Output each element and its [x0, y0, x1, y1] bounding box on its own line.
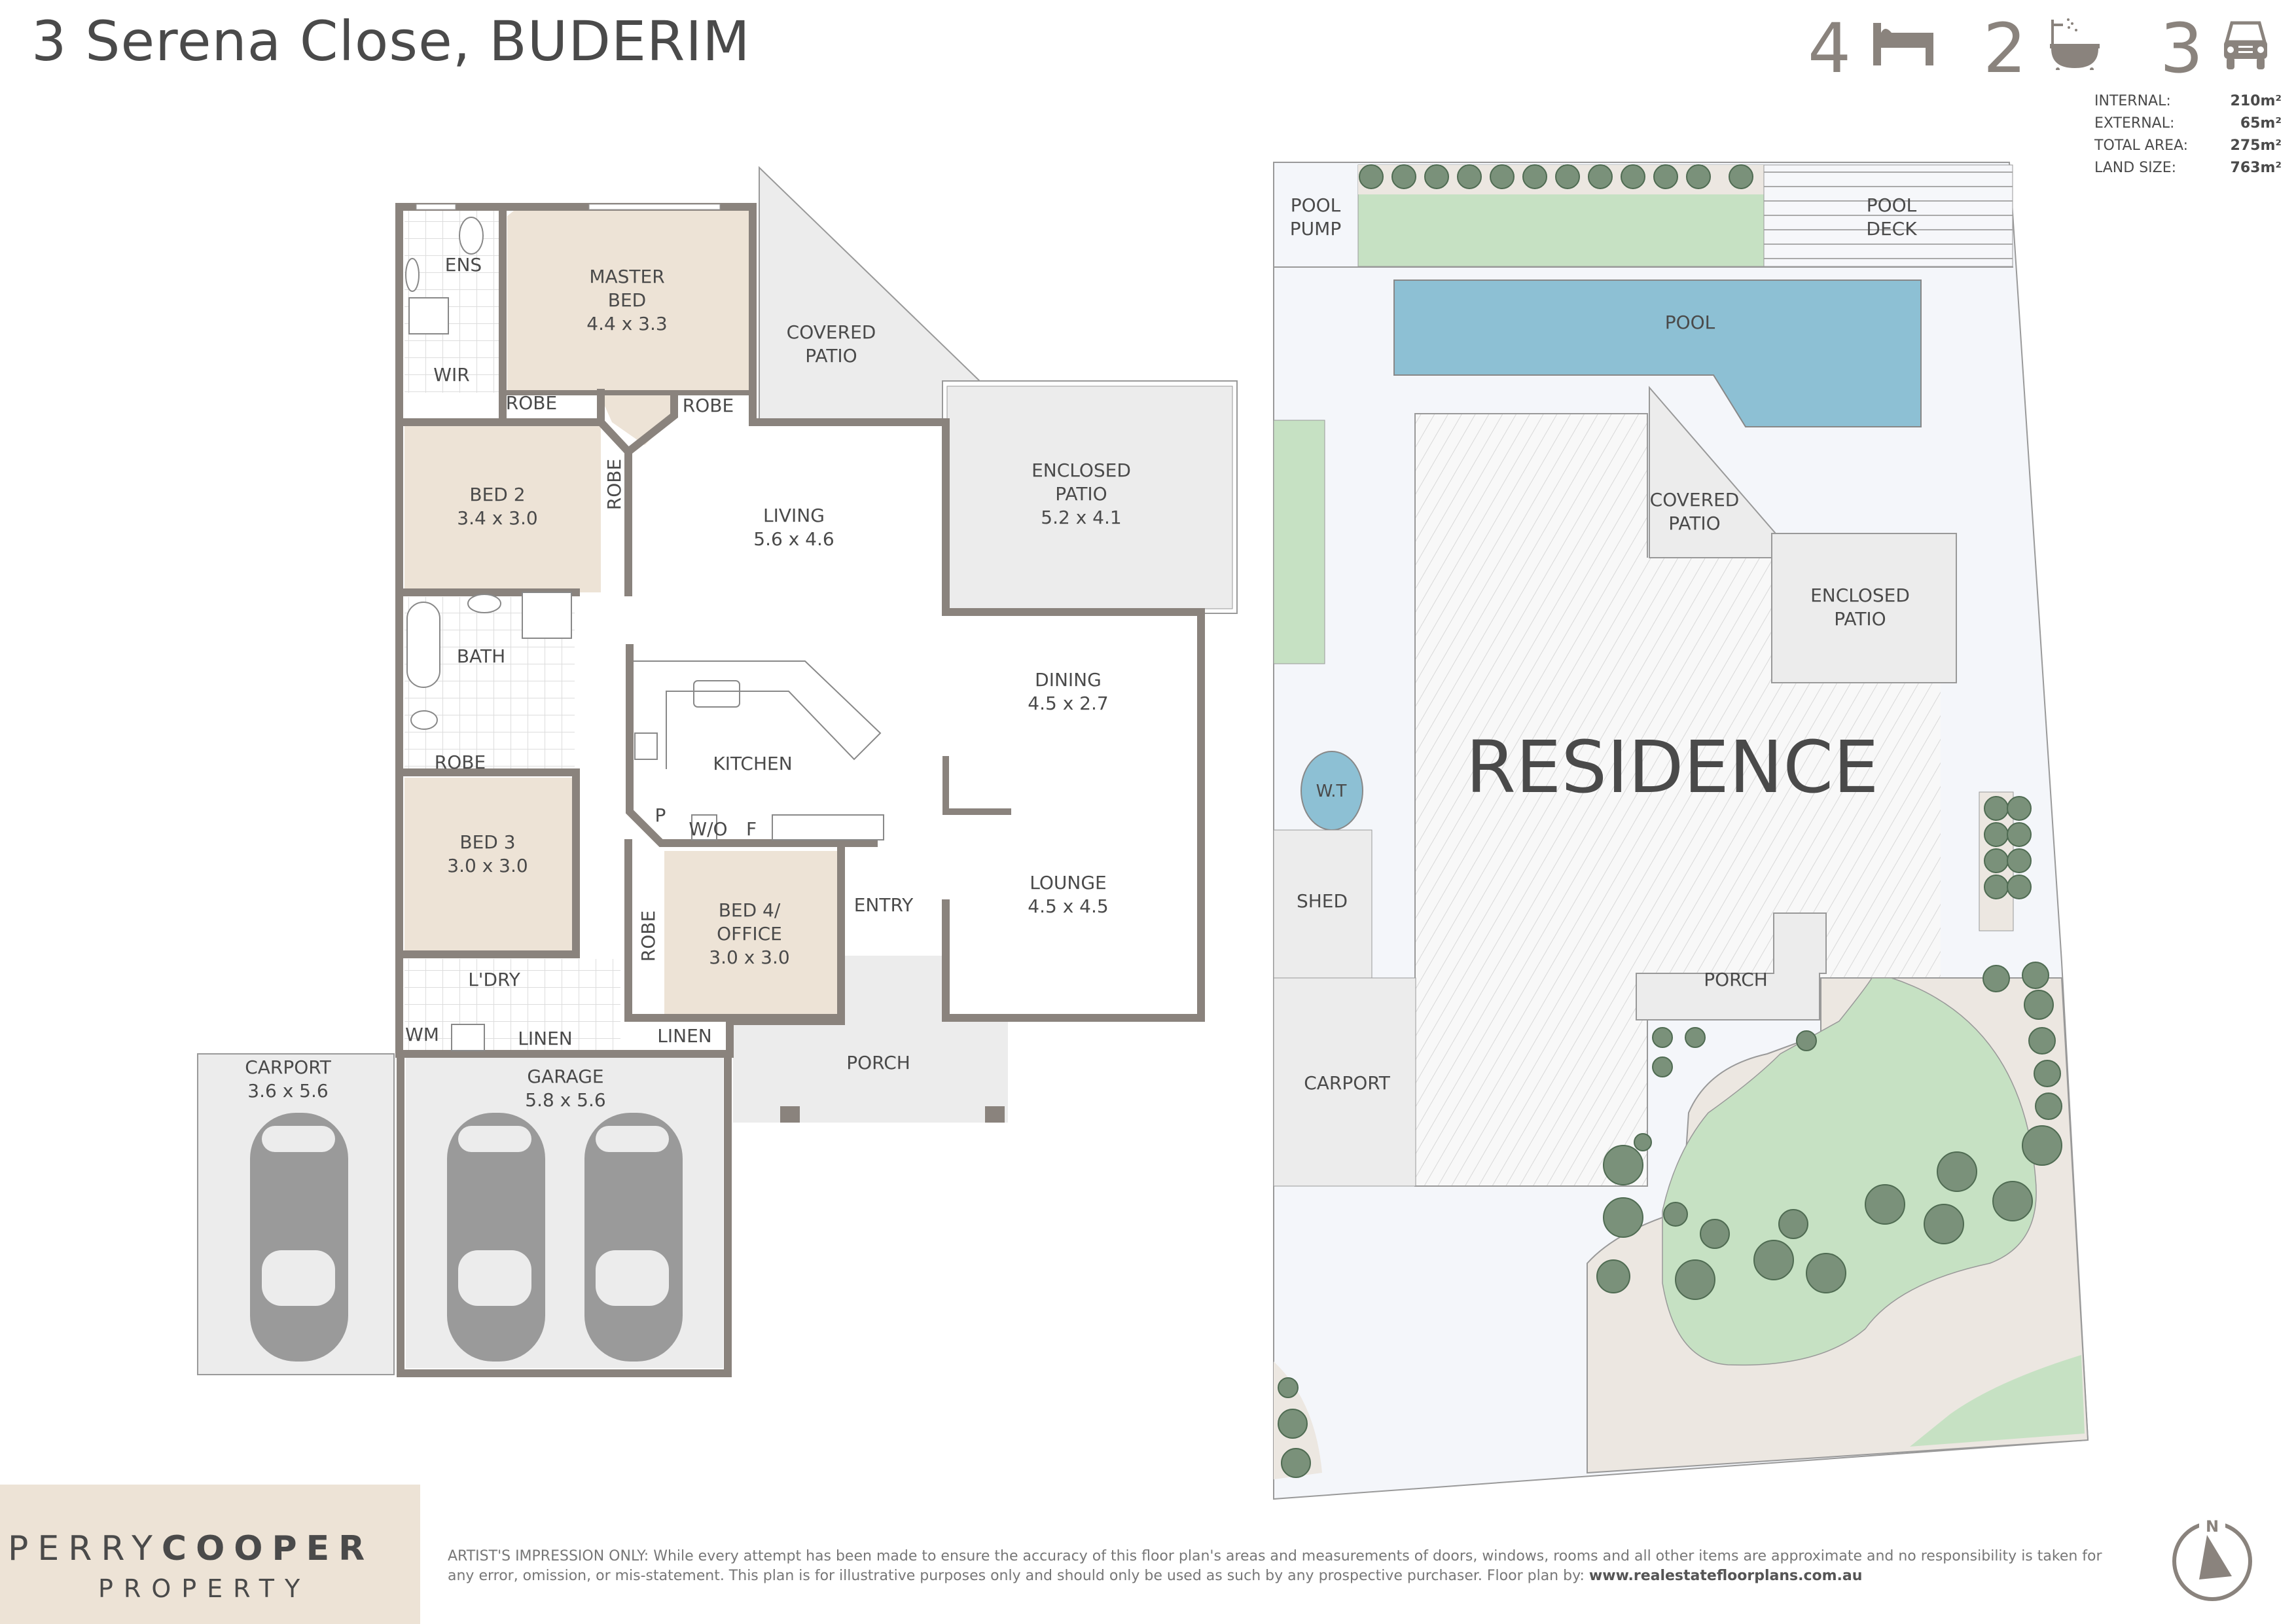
label-living-size: 5.6 x 4.6: [753, 528, 834, 550]
label-bed4-2: OFFICE: [717, 923, 782, 945]
label-wm: WM: [405, 1024, 439, 1045]
label-robe: ROBE: [683, 395, 734, 416]
area-summary: INTERNAL: 210m² EXTERNAL: 65m² TOTAL AREA:…: [2094, 90, 2282, 179]
shrub-plants: [1278, 164, 2062, 1478]
label-carport: CARPORT: [245, 1056, 332, 1078]
site-plan: [1273, 162, 2089, 1500]
label-pool-deck: POOL: [1867, 194, 1917, 216]
area-row-external: EXTERNAL: 65m²: [2094, 113, 2282, 135]
label-entry: ENTRY: [854, 894, 914, 916]
area-value: 65m²: [2240, 115, 2282, 132]
label-lounge-size: 4.5 x 4.5: [1028, 895, 1108, 917]
covered-patio-area: [759, 166, 982, 420]
label-robe: ROBE: [637, 911, 659, 962]
brand-logo-panel: [0, 1485, 420, 1624]
label-porch: PORCH: [846, 1052, 910, 1074]
label-master: MASTER: [589, 266, 664, 287]
label-site-carport: CARPORT: [1304, 1072, 1391, 1094]
label-enclosed-patio-size: 5.2 x 4.1: [1041, 507, 1121, 528]
car-count: 3: [2160, 9, 2204, 88]
label-dining-size: 4.5 x 2.7: [1028, 693, 1108, 714]
bathtub-icon: [2050, 18, 2100, 70]
label-carport-size: 3.6 x 5.6: [247, 1080, 328, 1102]
area-value: 275m²: [2230, 137, 2282, 154]
label-ens: ENS: [445, 254, 482, 276]
label-enclosed-patio-2: PATIO: [1055, 483, 1107, 505]
ensuite-fill: [404, 211, 503, 393]
label-robe: ROBE: [603, 459, 625, 510]
label-lounge: LOUNGE: [1030, 872, 1106, 893]
label-robe: ROBE: [435, 751, 486, 773]
north-compass-icon: N: [2172, 1517, 2252, 1601]
master-bed-fill: [507, 211, 749, 445]
car-icon: [2224, 21, 2267, 69]
bath-fill: [404, 597, 575, 774]
label-site-enclosed-patio: ENCLOSED: [1810, 585, 1910, 606]
property-address-title: 3 Serena Close, BUDERIM: [31, 9, 751, 73]
area-label: LAND SIZE:: [2094, 160, 2177, 176]
label-bath: BATH: [457, 645, 505, 667]
brand-name-bold: COOPER: [161, 1529, 374, 1568]
label-pool: POOL: [1665, 312, 1715, 333]
label-master-2: BED: [608, 289, 646, 311]
label-dining: DINING: [1035, 669, 1102, 691]
label-bed3-size: 3.0 x 3.0: [447, 855, 528, 876]
label-bed4: BED 4/: [719, 899, 781, 921]
laundry-fill: [404, 959, 620, 1054]
brand-name: PERRYCOOPER: [8, 1529, 374, 1568]
label-master-size: 4.4 x 3.3: [586, 313, 667, 334]
area-row-internal: INTERNAL: 210m²: [2094, 90, 2282, 113]
label-enclosed-patio: ENCLOSED: [1031, 460, 1131, 481]
label-pantry: P: [655, 804, 666, 826]
bed2-fill: [404, 422, 601, 592]
compass-north-label: N: [2206, 1517, 2219, 1536]
area-value: 210m²: [2230, 93, 2282, 109]
area-label: EXTERNAL:: [2094, 115, 2175, 132]
label-pool-deck-2: DECK: [1866, 218, 1917, 240]
label-covered-patio: COVERED: [787, 321, 876, 343]
label-wir: WIR: [433, 364, 469, 386]
label-site-enclosed-patio-2: PATIO: [1834, 608, 1886, 630]
label-pool-pump: POOL: [1291, 194, 1341, 216]
label-site-porch: PORCH: [1704, 969, 1768, 990]
bathroom-count: 2: [1983, 9, 2027, 88]
label-garage: GARAGE: [527, 1066, 603, 1087]
label-garage-size: 5.8 x 5.6: [525, 1089, 605, 1111]
area-row-land: LAND SIZE: 763m²: [2094, 157, 2282, 179]
label-fridge: F: [746, 818, 757, 840]
bed3-fill: [404, 778, 576, 954]
area-label: TOTAL AREA:: [2094, 137, 2189, 154]
label-kitchen: KITCHEN: [713, 753, 792, 774]
credit-link[interactable]: www.realestatefloorplans.com.au: [1588, 1568, 1863, 1584]
label-living: LIVING: [763, 505, 825, 526]
bed-icon: [1873, 23, 1933, 65]
label-bed3: BED 3: [459, 831, 515, 853]
label-pool-pump-2: PUMP: [1290, 218, 1341, 240]
disclaimer-body: ARTIST'S IMPRESSION ONLY: While every at…: [448, 1548, 2102, 1584]
label-linen: LINEN: [518, 1028, 572, 1049]
label-robe: ROBE: [506, 392, 557, 414]
bedroom-count: 4: [1808, 9, 1852, 88]
brand-name-light: PERRY: [8, 1529, 162, 1568]
label-wall-oven: W/O: [689, 818, 727, 840]
label-residence: RESIDENCE: [1466, 725, 1879, 809]
area-value: 763m²: [2230, 160, 2282, 176]
label-linen: LINEN: [657, 1025, 711, 1047]
car-silhouettes: [250, 1113, 683, 1362]
label-site-covered-patio: COVERED: [1650, 489, 1740, 511]
bed4-fill: [664, 851, 841, 1015]
label-site-covered-patio-2: PATIO: [1668, 513, 1720, 534]
label-water-tank: W.T: [1316, 782, 1347, 801]
label-laundry: L'DRY: [468, 969, 521, 990]
label-covered-patio-2: PATIO: [805, 345, 857, 367]
brand-subtitle: PROPERTY: [98, 1574, 311, 1603]
label-bed2: BED 2: [469, 484, 525, 505]
label-bed2-size: 3.4 x 3.0: [457, 507, 537, 529]
area-row-total: TOTAL AREA: 275m²: [2094, 135, 2282, 157]
label-shed: SHED: [1297, 890, 1348, 912]
area-label: INTERNAL:: [2094, 93, 2171, 109]
disclaimer-text: ARTIST'S IMPRESSION ONLY: While every at…: [448, 1547, 2123, 1586]
label-bed4-size: 3.0 x 3.0: [709, 947, 789, 968]
